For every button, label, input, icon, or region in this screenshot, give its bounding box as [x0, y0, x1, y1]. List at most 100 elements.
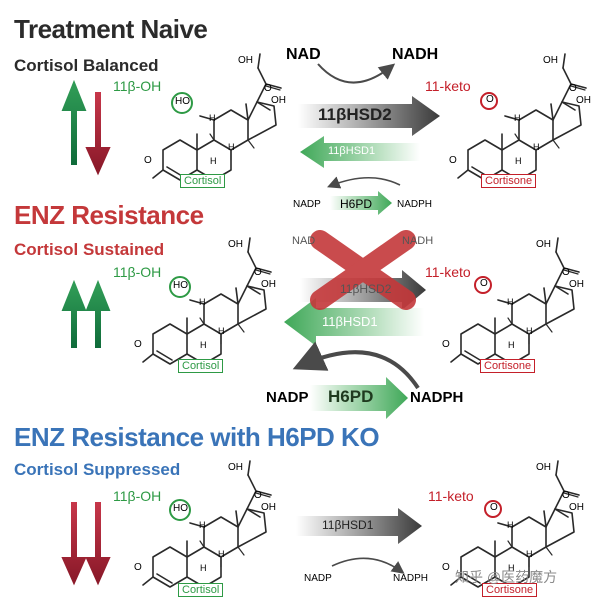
cortisol-label-1: Cortisol [180, 174, 226, 188]
cortisone-molecule-1 [457, 53, 587, 181]
cortisone-label-2: Cortisone [480, 359, 536, 373]
nadph-label-3: NADPH [393, 573, 429, 584]
oh-highlight-circle-1 [171, 92, 193, 114]
nadph-curve-2 [292, 341, 420, 390]
hsd1-arrow-1 [300, 136, 420, 168]
h-atom-d-3: H [507, 520, 514, 530]
h-atom-c-2: H [200, 340, 207, 350]
panel-title-1: Treatment Naive [14, 14, 208, 44]
oh-atom-cortisone-1: OH [576, 95, 591, 106]
hsd2-arrow-1 [298, 96, 440, 136]
hsd1-label-2: 11βHSD1 [322, 314, 378, 329]
o-atom-c3-cortisone-1: O [449, 155, 457, 166]
keto-label-3: 11-keto [428, 488, 474, 504]
o-atom-cortisone-1: O [569, 83, 577, 94]
o-atom-keto-3: O [490, 502, 498, 513]
h-atom-a-2: H [199, 297, 206, 307]
oh-atom-top-cortisone-1: OH [543, 55, 558, 66]
h-atom-e-1: H [533, 142, 540, 152]
oh-atom-top-cortisone-3: OH [536, 462, 551, 473]
nad-label-2: NAD [292, 235, 316, 247]
nadp-label-3: NADP [304, 573, 332, 584]
o-atom-c3-cortisone-2: O [442, 339, 450, 350]
nadp-curve-3 [331, 557, 405, 574]
cortisol-label-3: Cortisol [178, 583, 224, 597]
h6pd-label-2: H6PD [328, 387, 374, 406]
cortisone-label-1: Cortisone [481, 174, 537, 188]
o-atom-keto-2: O [480, 278, 488, 289]
oh-label-1: 11β-OH [113, 78, 162, 94]
cortisone-label-3: Cortisone [482, 583, 538, 597]
nadp-curve-1 [327, 176, 401, 189]
h-atom-e-3: H [526, 549, 533, 559]
nadh-label-1: NADH [392, 46, 439, 63]
cortisol-level-arrows-1 [61, 79, 111, 176]
h-atom-d-1: H [514, 113, 521, 123]
panel-subtitle-3: Cortisol Suppressed [14, 460, 181, 479]
nadp-label-1: NADP [293, 199, 321, 210]
hsd2-label-1: 11βHSD2 [318, 105, 392, 124]
o-atom-c3-cortisol-3: O [134, 562, 142, 573]
h-atom-d-2: H [507, 297, 514, 307]
oh-atom-cortisone-2: OH [569, 279, 584, 290]
keto-highlight-circle-2 [474, 276, 492, 294]
oh-highlight-circle-3 [169, 499, 191, 521]
cortisol-level-arrows-2 [61, 279, 111, 348]
cortisol-level-arrows-3 [61, 502, 111, 586]
h-atom-b-1: H [228, 142, 235, 152]
h6pd-arrow-1 [330, 191, 392, 215]
o-atom-c3-cortisone-3: O [442, 562, 450, 573]
oh-label-3: 11β-OH [113, 488, 162, 504]
ho-atom-2: HO [173, 280, 188, 291]
ho-atom-3: HO [173, 503, 188, 514]
h6pd-label-1: H6PD [340, 197, 373, 211]
h-atom-c-1: H [210, 156, 217, 166]
o-atom-cortisone-2: O [562, 267, 570, 278]
oh-atom-top-cortisol-2: OH [228, 239, 243, 250]
h-atom-f-1: H [515, 156, 522, 166]
h-atom-c-3: H [200, 563, 207, 573]
nadph-label-1: NADPH [397, 199, 433, 210]
nadph-label-2: NADPH [410, 389, 464, 406]
hsd1-arrow-2 [284, 298, 424, 346]
oh-atom-top-cortisone-2: OH [536, 239, 551, 250]
h-atom-a-1: H [209, 113, 216, 123]
cortisol-molecule-1 [152, 53, 282, 181]
panel-title-2: ENZ Resistance [14, 200, 204, 230]
hsd1-label-1: 11βHSD1 [328, 145, 376, 157]
o-atom-cortisol-1: O [264, 83, 272, 94]
panel-subtitle-1: Cortisol Balanced [14, 56, 159, 75]
nadh-label-2: NADH [402, 235, 434, 247]
oh-atom-top-cortisol-3: OH [228, 462, 243, 473]
keto-highlight-circle-1 [480, 92, 498, 110]
oh-label-2: 11β-OH [113, 264, 162, 280]
h-atom-f-2: H [508, 340, 515, 350]
o-atom-c3-cortisol-2: O [134, 339, 142, 350]
h-atom-a-3: H [199, 520, 206, 530]
cortisone-molecule-2 [450, 237, 580, 365]
h-atom-e-2: H [526, 326, 533, 336]
nadp-label-2: NADP [266, 389, 309, 406]
keto-label-2: 11-keto [425, 264, 471, 280]
panel-title-3: ENZ Resistance with H6PD KO [14, 422, 380, 452]
hsd1-arrow-3 [296, 508, 422, 544]
oh-highlight-circle-2 [169, 276, 191, 298]
o-atom-cortisone-3: O [562, 490, 570, 501]
h6pd-arrow-2 [310, 377, 408, 419]
o-atom-c3-cortisol-1: O [144, 155, 152, 166]
o-atom-cortisol-2: O [254, 267, 262, 278]
oh-atom-cortisol-3: OH [261, 502, 276, 513]
o-atom-keto-1: O [486, 94, 494, 105]
panel-subtitle-2: Cortisol Sustained [14, 240, 165, 259]
keto-label-1: 11-keto [425, 78, 471, 94]
hsd2-label-2: 11βHSD2 [340, 282, 392, 296]
o-atom-cortisol-3: O [254, 490, 262, 501]
h-atom-f-3: H [508, 563, 515, 573]
oh-atom-cortisol-2: OH [261, 279, 276, 290]
cortisol-label-2: Cortisol [178, 359, 224, 373]
oh-atom-cortisone-3: OH [569, 502, 584, 513]
watermark: 知乎 @医药魔方 [455, 569, 558, 585]
h-atom-b-3: H [218, 549, 225, 559]
ho-atom-1: HO [175, 96, 190, 107]
